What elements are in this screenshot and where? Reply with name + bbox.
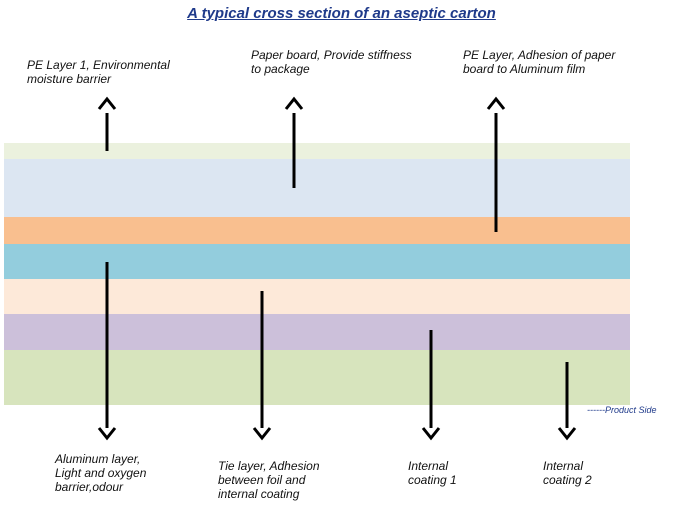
- arrowhead-down-2: [252, 427, 272, 441]
- arrowhead-up-1: [97, 96, 117, 110]
- arrowhead-up-2: [284, 96, 304, 110]
- label-internal-coating-1: Internal coating 1: [408, 459, 457, 487]
- label-paper-board: Paper board, Provide stiffness to packag…: [251, 48, 412, 76]
- layer-pe-adhesion: [4, 217, 630, 244]
- label-pe-layer-adhesion: PE Layer, Adhesion of paper board to Alu…: [463, 48, 616, 76]
- arrowhead-down-4: [557, 427, 577, 441]
- product-side-label: ------Product Side: [587, 405, 657, 415]
- label-pe-layer-1: PE Layer 1, Environmental moisture barri…: [27, 58, 170, 86]
- label-internal-coating-2: Internal coating 2: [543, 459, 592, 487]
- layer-pe-1: [4, 143, 630, 159]
- diagram-title: A typical cross section of an aseptic ca…: [187, 5, 496, 22]
- label-tie-layer: Tie layer, Adhesion between foil and int…: [218, 459, 320, 501]
- layer-paper-board: [4, 159, 630, 217]
- arrowhead-down-1: [97, 427, 117, 441]
- arrowhead-down-3: [421, 427, 441, 441]
- arrowhead-up-3: [486, 96, 506, 110]
- label-aluminum-layer: Aluminum layer, Light and oxygen barrier…: [55, 452, 147, 494]
